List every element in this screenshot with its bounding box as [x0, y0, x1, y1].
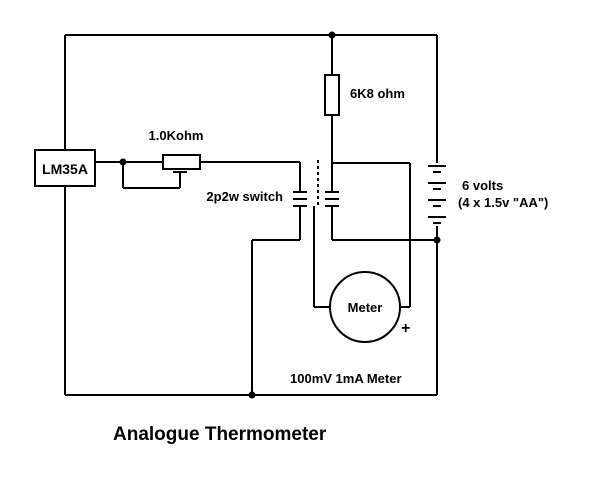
resistor-label: 6K8 ohm [350, 86, 405, 101]
potentiometer: 1.0Kohm [149, 128, 204, 173]
battery-label-line2: (4 x 1.5v "AA") [458, 195, 548, 210]
junction-ground [248, 391, 256, 399]
pot-label: 1.0Kohm [149, 128, 204, 143]
junction-top [328, 31, 336, 39]
sensor-label: LM35A [42, 161, 88, 177]
battery-label-line1: 6 volts [462, 178, 503, 193]
junction-pot [119, 158, 127, 166]
switch-label: 2p2w switch [206, 189, 283, 204]
meter-polarity: + [401, 320, 410, 337]
dpdt-switch: 2p2w switch [206, 189, 339, 207]
diagram-title: Analogue Thermometer [113, 424, 327, 445]
meter: Meter + 100mV 1mA Meter [290, 271, 410, 386]
junction-dots [119, 31, 441, 399]
battery: 6 volts (4 x 1.5v "AA") [428, 165, 548, 224]
meter-label: Meter [348, 300, 383, 315]
lm35-sensor: LM35A [34, 149, 96, 187]
wires [64, 34, 438, 396]
resistor-6k8: 6K8 ohm [324, 74, 405, 116]
meter-description: 100mV 1mA Meter [290, 371, 402, 386]
junction-battery-neg [433, 236, 441, 244]
